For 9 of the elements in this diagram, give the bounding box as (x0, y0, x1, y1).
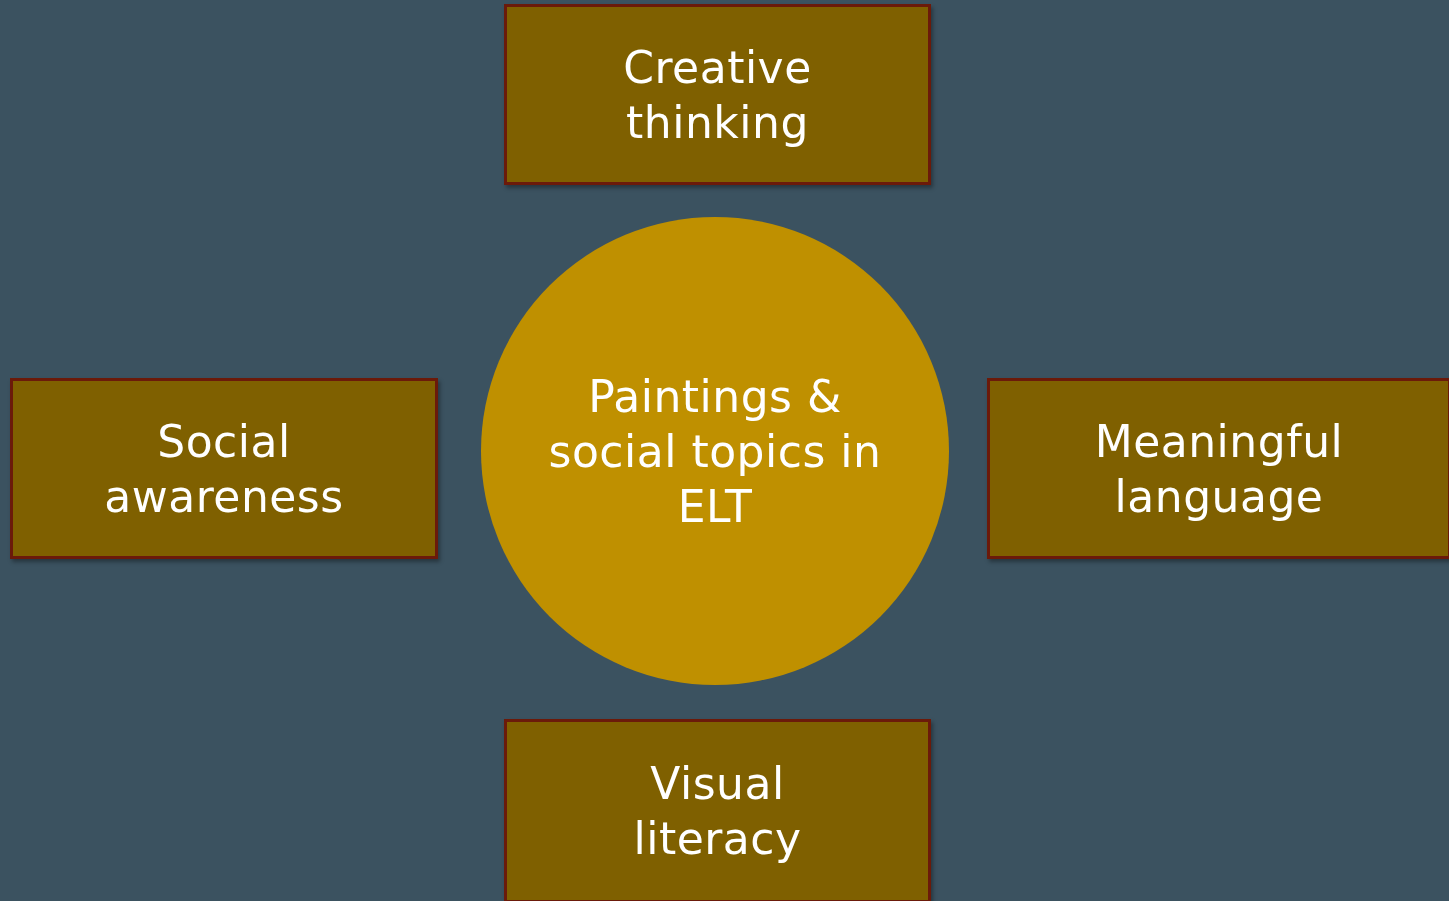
node-label: Social awareness (103, 414, 345, 524)
concept-box (10, 378, 438, 559)
concept-box (504, 4, 931, 185)
node-label: Meaningful language (1093, 414, 1345, 524)
node-label: Visual literacy (632, 757, 803, 866)
concept-box (504, 719, 931, 901)
concept-box (987, 378, 1449, 559)
node-label: Creative thinking (622, 40, 813, 150)
node-label: Paintings & social topics in ELT (547, 369, 883, 534)
